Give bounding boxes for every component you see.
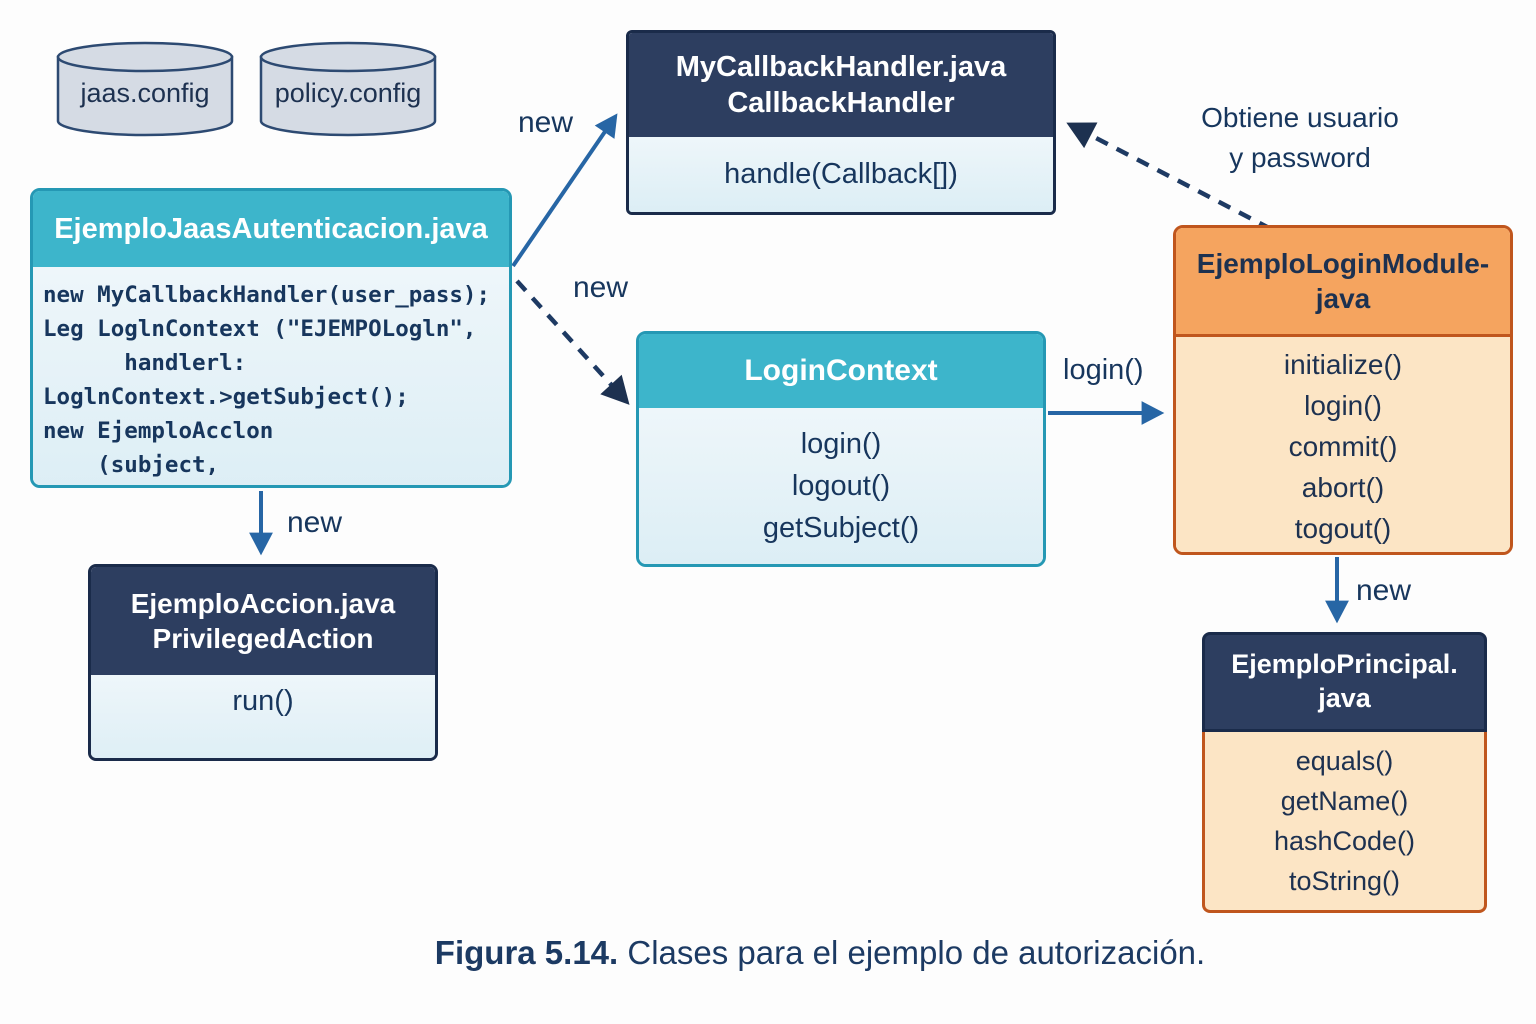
edge-label-new-principal: new bbox=[1356, 574, 1412, 607]
class-subtitle: java bbox=[1315, 283, 1371, 314]
class-title: MyCallbackHandler.java bbox=[675, 50, 1007, 83]
class-title: EjemploJaasAutenticacion.java bbox=[54, 212, 488, 245]
class-title: EjemploPrincipal. bbox=[1231, 649, 1458, 680]
edge-label-new-callback: new bbox=[518, 106, 574, 139]
class-header: EjemploLoginModule- java bbox=[1176, 228, 1510, 337]
datastore-jaas-config: jaas.config bbox=[55, 40, 235, 138]
method-item: equals() bbox=[1295, 746, 1394, 776]
method-item: initialize() bbox=[1283, 348, 1403, 380]
class-header: EjemploJaasAutenticacion.java bbox=[33, 191, 509, 267]
datastore-policy-config: policy.config bbox=[258, 40, 438, 138]
code-line: new MyCallbackHandler(user_pass); bbox=[43, 282, 491, 308]
cylinder-shape bbox=[56, 41, 234, 137]
class-title: LoginContext bbox=[744, 354, 938, 388]
figure-caption-number: Figura 5.14. bbox=[434, 934, 619, 971]
class-title: EjemploLoginModule- bbox=[1196, 248, 1490, 279]
class-box-ejemploaccion: EjemploAccion.java PrivilegedAction run(… bbox=[88, 564, 438, 761]
class-title: EjemploAccion.java bbox=[130, 588, 396, 619]
method-item: login() bbox=[800, 428, 882, 460]
edge-label-obtiene-line2: y password bbox=[1229, 142, 1371, 173]
code-line: LoglnContext.>getSubject(); bbox=[43, 384, 409, 410]
class-header: EjemploAccion.java PrivilegedAction bbox=[91, 567, 435, 675]
edge-label-new-accion: new bbox=[287, 506, 343, 539]
class-subtitle: CallbackHandler bbox=[727, 87, 955, 119]
class-header: EjemploPrincipal. java bbox=[1202, 632, 1487, 732]
class-methods: handle(Callback[]) bbox=[629, 137, 1053, 212]
class-box-logincontext: LoginContext login() logout() getSubject… bbox=[636, 331, 1046, 567]
code-line: (subject, bbox=[43, 452, 220, 478]
class-methods: login() logout() getSubject() bbox=[639, 408, 1043, 564]
class-box-mycallbackhandler: MyCallbackHandler.java CallbackHandler h… bbox=[626, 30, 1056, 215]
method-item: getName() bbox=[1280, 786, 1409, 816]
class-subtitle: java bbox=[1318, 683, 1371, 713]
class-box-ejemplologinmodule: EjemploLoginModule- java initialize() lo… bbox=[1173, 225, 1513, 555]
method-item: getSubject() bbox=[762, 512, 920, 544]
code-line: handlerl: bbox=[43, 350, 247, 376]
figure-caption: Figura 5.14. Clases para el ejemplo de a… bbox=[435, 934, 1205, 972]
method-item: handle(Callback[]) bbox=[724, 158, 958, 190]
datastore-label: policy.config bbox=[274, 78, 422, 108]
code-line: new EjemploAcclon bbox=[43, 418, 274, 444]
class-header: LoginContext bbox=[639, 334, 1043, 408]
cylinder-shape bbox=[259, 41, 437, 137]
class-code: new MyCallbackHandler(user_pass); Leg Lo… bbox=[33, 267, 509, 485]
edge-label-new-logincontext: new bbox=[573, 271, 629, 304]
method-item: login() bbox=[1304, 389, 1382, 421]
method-item: abort() bbox=[1301, 471, 1385, 503]
class-methods: run() bbox=[91, 675, 435, 758]
method-item: hashCode() bbox=[1273, 826, 1416, 856]
method-item: commit() bbox=[1288, 430, 1398, 462]
method-item: toString() bbox=[1288, 866, 1401, 896]
class-subtitle: PrivilegedAction bbox=[152, 623, 374, 654]
class-methods: equals() getName() hashCode() toString() bbox=[1202, 732, 1487, 913]
edge-label-login-call: login() bbox=[1063, 354, 1144, 386]
code-line: Leg LoglnContext ("EJEMPOLogln", bbox=[43, 316, 477, 342]
class-box-ejemplojaasautenticacion: EjemploJaasAutenticacion.java new MyCall… bbox=[30, 188, 512, 488]
class-methods: initialize() login() commit() abort() to… bbox=[1176, 337, 1510, 552]
edge-label-obtiene-line1: Obtiene usuario bbox=[1201, 102, 1399, 133]
method-item: logout() bbox=[791, 470, 891, 502]
method-item: togout() bbox=[1294, 512, 1392, 544]
datastore-label: jaas.config bbox=[80, 78, 210, 108]
figure-caption-text: Clases para el ejemplo de autorización. bbox=[618, 934, 1206, 971]
edge-label-obtiene: Obtiene usuario y password bbox=[1175, 98, 1425, 178]
class-box-ejemploprincipal: EjemploPrincipal. java equals() getName(… bbox=[1202, 632, 1487, 913]
method-item: run() bbox=[232, 685, 294, 717]
class-header: MyCallbackHandler.java CallbackHandler bbox=[629, 33, 1053, 137]
